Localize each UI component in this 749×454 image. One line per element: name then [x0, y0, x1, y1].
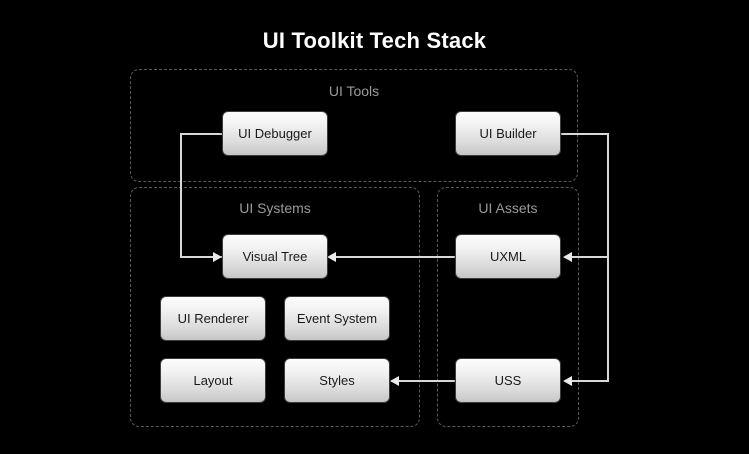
node-event-system[interactable]: Event System	[284, 296, 390, 341]
arrowhead-visual-tree-right	[327, 252, 336, 262]
node-ui-debugger[interactable]: UI Debugger	[222, 111, 328, 156]
edge-uss-styles	[391, 380, 455, 382]
page-title: UI Toolkit Tech Stack	[262, 28, 487, 53]
group-label-ui-systems: UI Systems	[239, 200, 311, 216]
edge-uxml-visual-tree	[328, 256, 455, 258]
edge-ui-builder-uss-down	[607, 256, 609, 382]
node-ui-builder[interactable]: UI Builder	[455, 111, 561, 156]
node-layout[interactable]: Layout	[160, 358, 266, 403]
edge-ui-builder-uxml-down	[607, 133, 609, 258]
group-label-ui-assets: UI Assets	[478, 200, 538, 216]
node-uss[interactable]: USS	[455, 358, 561, 403]
edge-ui-debugger-visual-tree-bottom	[180, 256, 222, 258]
edge-ui-builder-uxml-bottom	[572, 256, 609, 258]
arrowhead-uxml-right	[563, 252, 572, 262]
node-styles[interactable]: Styles	[284, 358, 390, 403]
arrowhead-visual-tree-left	[213, 252, 222, 262]
node-uxml[interactable]: UXML	[455, 234, 561, 279]
node-ui-renderer[interactable]: UI Renderer	[160, 296, 266, 341]
group-ui-systems	[130, 187, 420, 427]
arrowhead-styles-right	[390, 376, 399, 386]
group-label-ui-tools: UI Tools	[328, 83, 380, 99]
node-visual-tree[interactable]: Visual Tree	[222, 234, 328, 279]
arrowhead-uss-right	[563, 376, 572, 386]
edge-ui-builder-uss-bottom	[572, 380, 609, 382]
edge-ui-builder-uxml-top	[561, 133, 609, 135]
group-ui-tools	[130, 69, 578, 182]
group-ui-assets	[437, 187, 579, 427]
edge-ui-debugger-visual-tree-top	[180, 133, 223, 135]
edge-ui-debugger-visual-tree-down	[180, 133, 182, 258]
